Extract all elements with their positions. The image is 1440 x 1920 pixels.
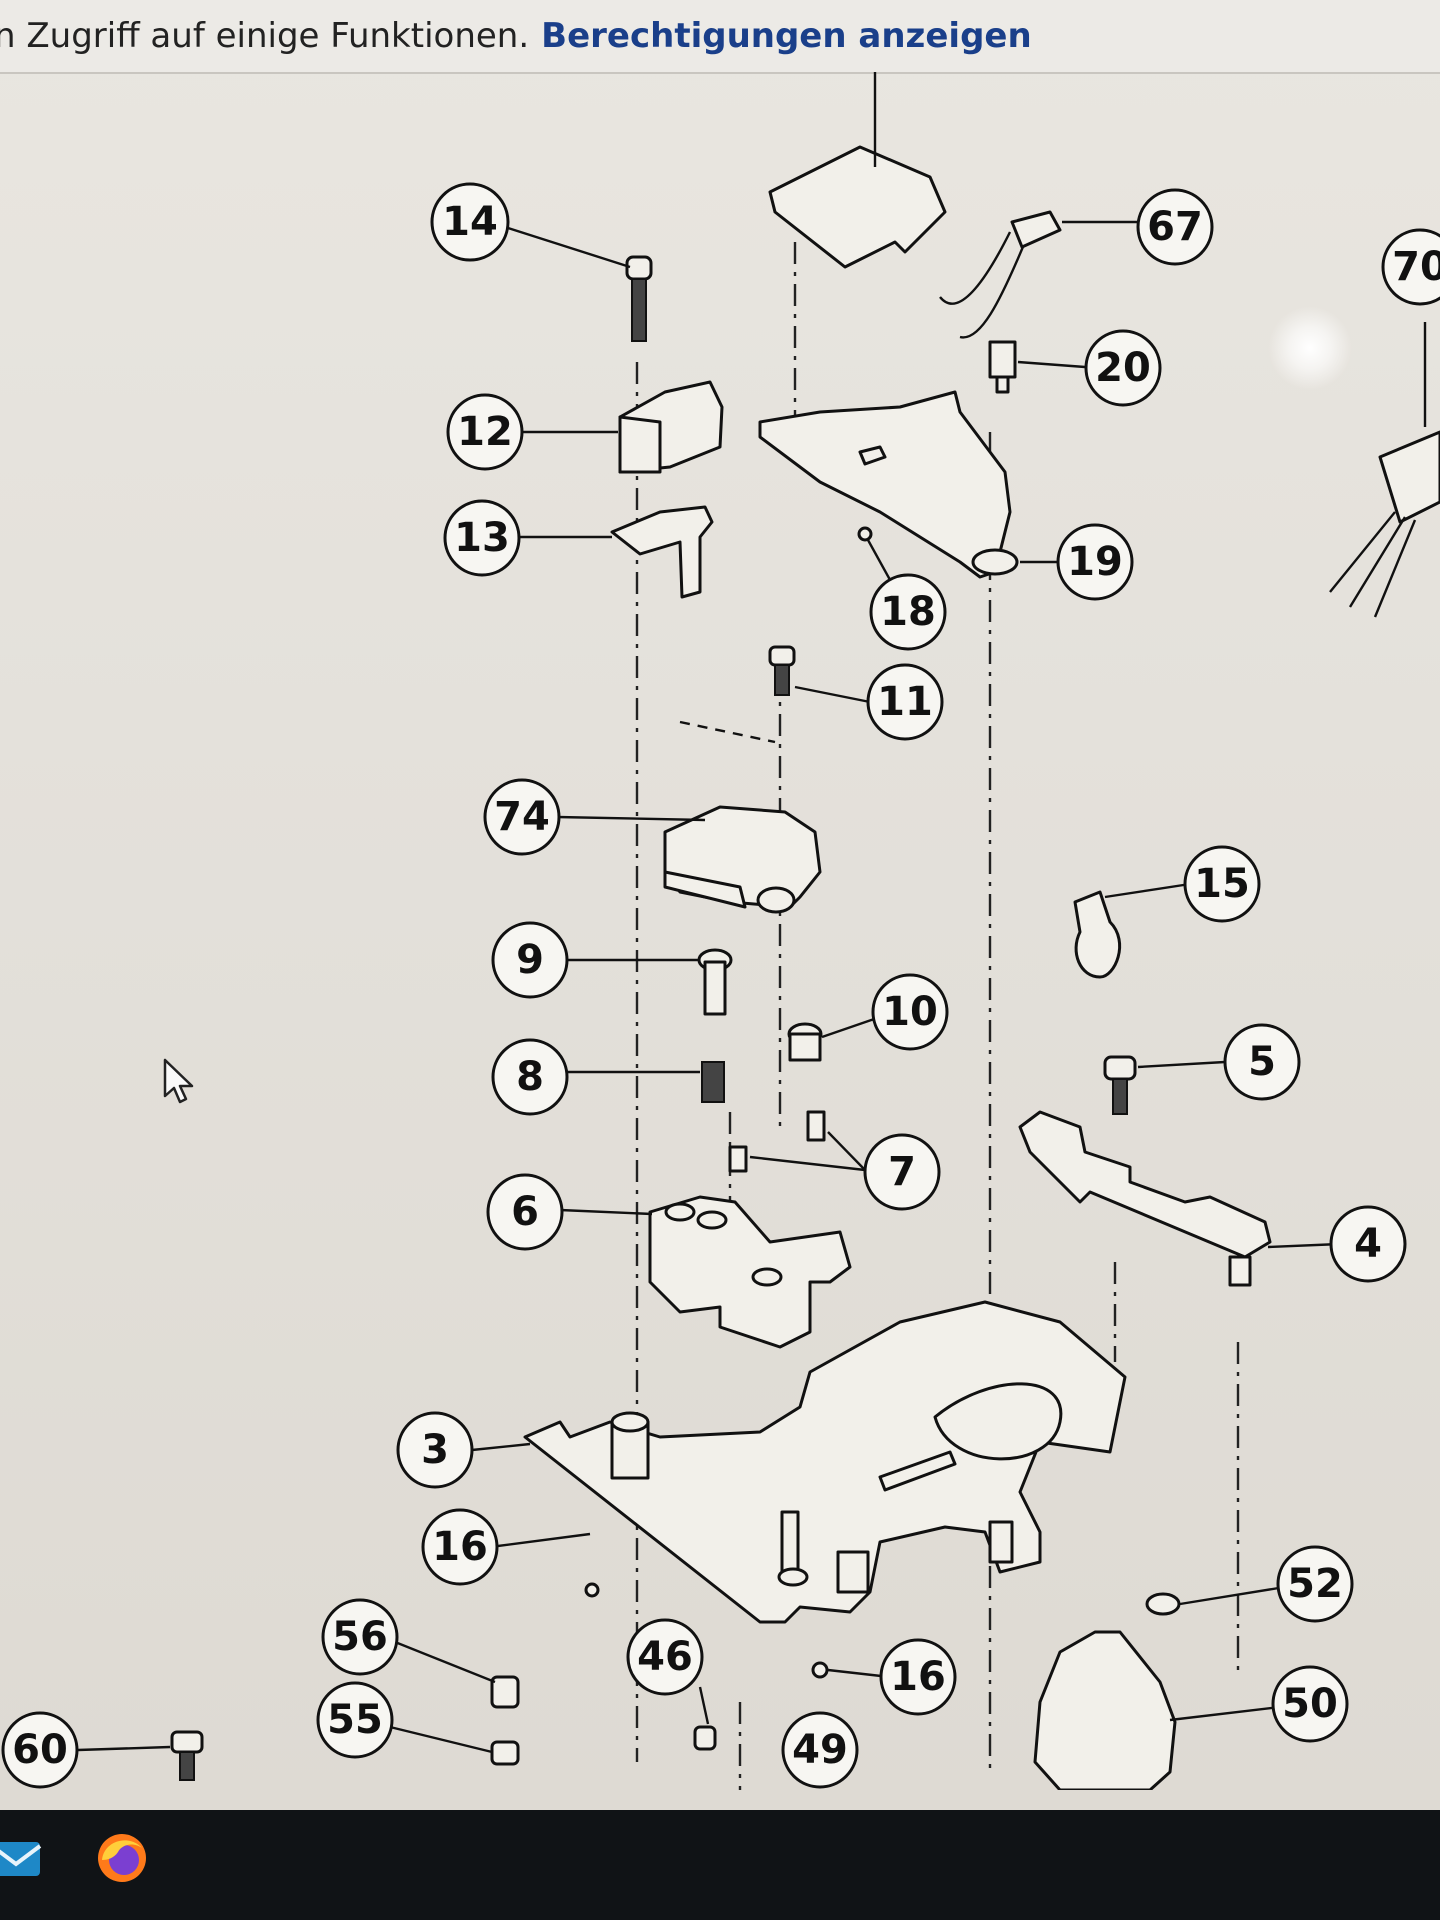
svg-text:12: 12 <box>457 409 513 455</box>
svg-text:67: 67 <box>1147 204 1203 250</box>
callout-18: 18 <box>869 573 947 651</box>
svg-text:56: 56 <box>332 1614 388 1660</box>
svg-text:60: 60 <box>12 1727 68 1773</box>
callout-14: 14 <box>430 182 510 262</box>
slotted-bracket <box>758 340 1019 579</box>
svg-text:19: 19 <box>1067 539 1123 585</box>
svg-text:16: 16 <box>432 1524 488 1570</box>
svg-text:55: 55 <box>327 1697 383 1743</box>
svg-text:16: 16 <box>890 1654 946 1700</box>
switch-block-12 <box>618 380 724 474</box>
svg-text:50: 50 <box>1282 1681 1338 1727</box>
svg-text:20: 20 <box>1095 345 1151 391</box>
callout-5: 5 <box>1223 1023 1301 1101</box>
callout-10: 10 <box>871 973 949 1051</box>
svg-text:7: 7 <box>888 1149 916 1195</box>
callout-56: 56 <box>321 1598 399 1676</box>
callout-74: 74 <box>483 778 561 856</box>
callout-55: 55 <box>316 1681 394 1759</box>
svg-text:13: 13 <box>454 515 510 561</box>
callout-16-left: 16 <box>421 1508 499 1586</box>
callout-4: 4 <box>1329 1205 1407 1283</box>
taskbar <box>0 1810 1440 1920</box>
firefox-icon[interactable] <box>94 1830 150 1886</box>
callout-6: 6 <box>486 1173 564 1251</box>
callout-7: 7 <box>863 1133 941 1211</box>
small-parts-9-10-8-7 <box>697 948 826 1173</box>
lower-small-parts <box>170 1592 1181 1790</box>
angle-bracket-13 <box>610 505 714 599</box>
top-bracket <box>768 72 1062 339</box>
plate-4 <box>1018 1110 1272 1287</box>
leader-lines <box>77 220 1341 1754</box>
callout-67: 67 <box>1136 188 1214 266</box>
svg-text:49: 49 <box>792 1727 848 1773</box>
svg-text:5: 5 <box>1248 1039 1276 1085</box>
callout-12: 12 <box>446 393 524 471</box>
notice-message: n Zugriff auf einige Funktionen. <box>0 16 530 56</box>
show-permissions-link[interactable]: Berechtigungen anzeigen <box>541 16 1032 56</box>
callout-11: 11 <box>866 663 944 741</box>
callout-8: 8 <box>491 1038 569 1116</box>
callout-20: 20 <box>1084 329 1162 407</box>
svg-text:10: 10 <box>882 989 938 1035</box>
base-plate-3 <box>523 1300 1127 1624</box>
svg-text:52: 52 <box>1287 1561 1343 1607</box>
callout-60: 60 <box>1 1711 79 1789</box>
solenoid-74 <box>663 720 822 914</box>
callout-9: 9 <box>491 921 569 999</box>
callout-3: 3 <box>396 1411 474 1489</box>
svg-text:9: 9 <box>516 937 544 983</box>
svg-text:6: 6 <box>511 1189 539 1235</box>
callout-13: 13 <box>443 499 521 577</box>
exploded-parts-diagram: 14 12 13 67 70 20 19 18 11 74 15 9 10 5 … <box>0 72 1440 1790</box>
callout-46: 46 <box>626 1618 704 1696</box>
callout-15: 15 <box>1183 845 1261 923</box>
screw-14 <box>625 255 653 342</box>
callout-19: 19 <box>1056 523 1134 601</box>
svg-text:3: 3 <box>421 1427 449 1473</box>
svg-text:15: 15 <box>1194 861 1250 907</box>
svg-text:74: 74 <box>494 794 550 840</box>
screen-glare <box>1268 306 1352 390</box>
svg-text:4: 4 <box>1354 1221 1382 1267</box>
callout-50: 50 <box>1271 1665 1349 1743</box>
clip-15 <box>1073 890 1121 979</box>
screw-5 <box>1103 1055 1137 1115</box>
mail-icon[interactable] <box>0 1830 44 1886</box>
svg-text:70: 70 <box>1392 244 1440 290</box>
svg-text:18: 18 <box>880 589 936 635</box>
screw-11 <box>768 645 796 696</box>
callout-16-bottom: 16 <box>879 1638 957 1716</box>
permissions-notice-bar: n Zugriff auf einige Funktionen. Berechti… <box>0 0 1440 74</box>
callout-70: 70 <box>1381 228 1440 306</box>
callout-49: 49 <box>781 1711 859 1789</box>
svg-text:8: 8 <box>516 1054 544 1100</box>
screen: n Zugriff auf einige Funktionen. Berechti… <box>0 0 1440 1810</box>
svg-text:14: 14 <box>442 199 498 245</box>
partial-part-70 <box>1329 322 1440 618</box>
mouse-pointer-icon <box>163 1058 194 1104</box>
svg-text:46: 46 <box>637 1634 693 1680</box>
callout-52: 52 <box>1276 1545 1354 1623</box>
svg-text:11: 11 <box>877 679 933 725</box>
block-6 <box>648 1195 852 1349</box>
